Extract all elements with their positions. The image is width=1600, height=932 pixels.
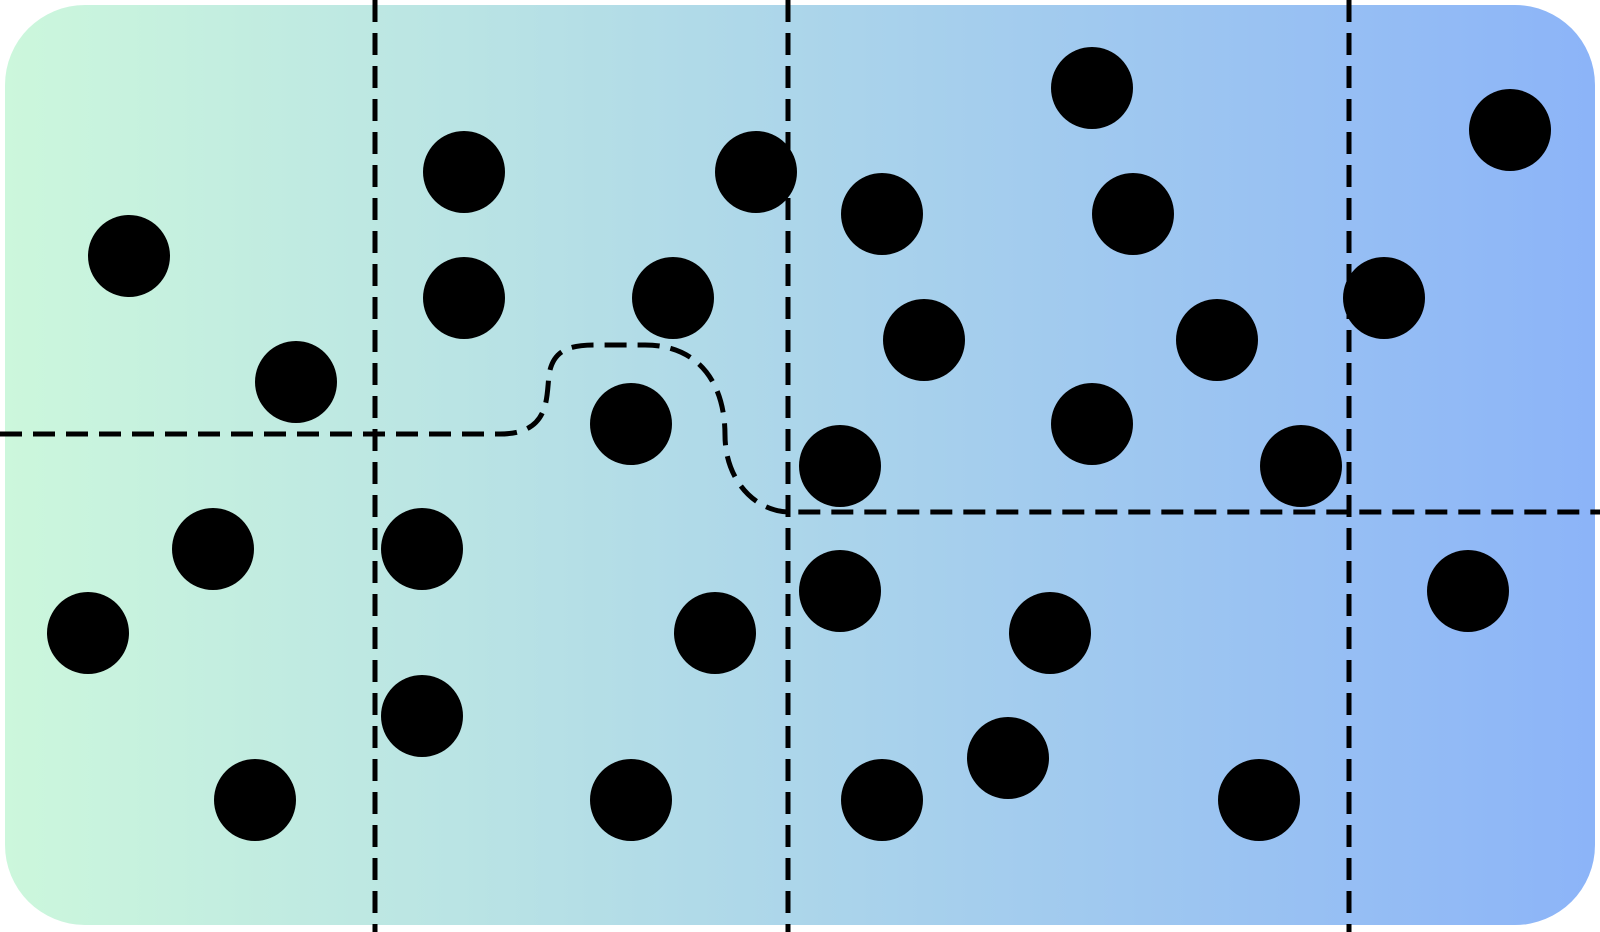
dot-2 xyxy=(423,131,505,213)
dot-14 xyxy=(674,592,756,674)
horizontal-dashed-path xyxy=(0,342,1600,515)
dot-7 xyxy=(214,759,296,841)
dot-30 xyxy=(1218,759,1300,841)
dots-layer xyxy=(47,47,1551,841)
dot-21 xyxy=(1176,299,1258,381)
dot-11 xyxy=(632,257,714,339)
dot-28 xyxy=(967,717,1049,799)
dot-1 xyxy=(88,215,170,297)
dot-23 xyxy=(1260,425,1342,507)
dot-20 xyxy=(1092,173,1174,255)
dot-22 xyxy=(1051,383,1133,465)
dot-25 xyxy=(1469,89,1551,171)
dot-10 xyxy=(590,383,672,465)
dot-12 xyxy=(715,131,797,213)
dot-4 xyxy=(255,341,337,423)
dot-26 xyxy=(1427,550,1509,632)
dot-13 xyxy=(590,759,672,841)
dot-3 xyxy=(423,257,505,339)
dot-6 xyxy=(47,592,129,674)
dot-17 xyxy=(841,173,923,255)
dot-29 xyxy=(841,759,923,841)
dot-15 xyxy=(799,425,881,507)
dot-18 xyxy=(883,299,965,381)
dot-5 xyxy=(172,508,254,590)
dot-9 xyxy=(381,675,463,757)
dot-24 xyxy=(1343,257,1425,339)
dot-8 xyxy=(381,508,463,590)
dot-27 xyxy=(1009,592,1091,674)
dot-19 xyxy=(1051,47,1133,129)
dot-16 xyxy=(799,550,881,632)
